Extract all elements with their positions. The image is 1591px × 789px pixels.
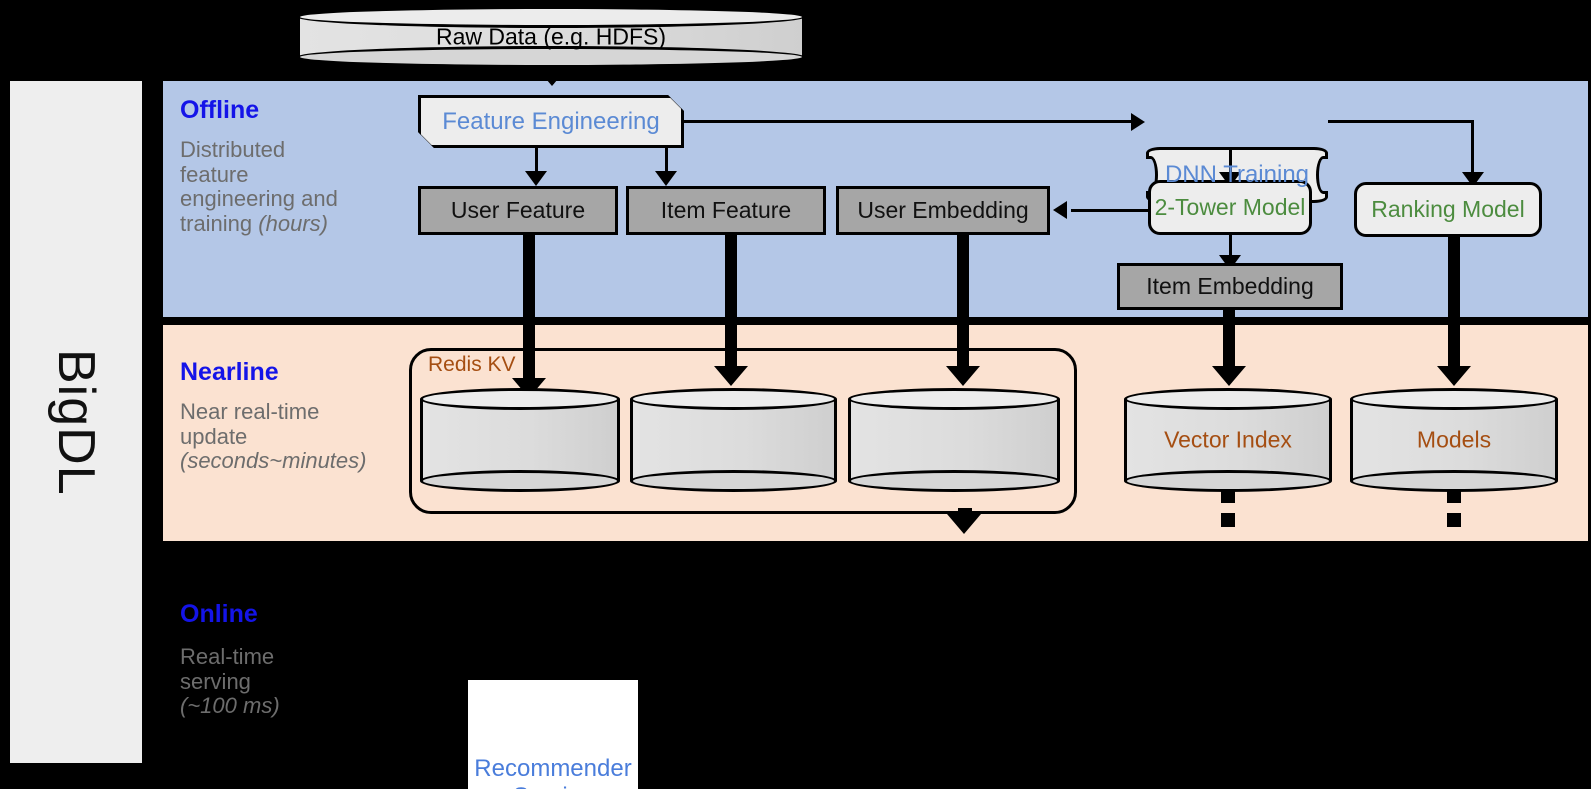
connector-dnn-ranking-v [1471, 120, 1474, 176]
connector-twotower-itemembedding [1229, 235, 1232, 259]
feature-engineering-box[interactable]: Feature Engineering [418, 95, 684, 148]
pipe-ranking-model [1448, 237, 1460, 374]
raw-data-cylinder: Raw Data (e.g. HDFS) [297, 6, 805, 68]
offline-desc-line1: Distributed [180, 137, 286, 162]
redis-kv-label: Redis KV [428, 353, 516, 376]
connector-dnn-twotower [1229, 150, 1232, 176]
vector-index-label: Vector Index [1164, 426, 1292, 453]
online-description: Real-time serving (~100 ms) [180, 644, 380, 719]
arrowhead-pipe-ranking-model-icon [1437, 366, 1471, 386]
arrowhead-pipe-user-embedding-icon [946, 366, 980, 386]
offline-title: Offline [180, 96, 260, 124]
dnn-training-label: DNN Training [1164, 161, 1310, 188]
models-label: Models [1416, 426, 1492, 453]
online-desc-line2: serving [180, 668, 251, 694]
raw-data-label: Raw Data (e.g. HDFS) [435, 23, 667, 50]
cylinder-bottom [630, 470, 837, 492]
online-desc-line1: Real-time [180, 644, 275, 669]
recommender-service-label-line1: Recommender [474, 755, 632, 783]
vector-index-cylinder[interactable]: Vector Index [1124, 388, 1332, 492]
item-feature-label: Item Feature [660, 197, 792, 223]
item-feature-box[interactable]: Item Feature [626, 186, 826, 235]
nearline-desc-emphasis: (seconds~minutes) [180, 448, 367, 474]
bigdl-label: BigDL [47, 348, 105, 496]
offline-description: Distributed feature engineering and trai… [180, 137, 370, 237]
connector-models-ranking-b [1447, 513, 1461, 527]
connector-twotower-userembedding [1071, 209, 1149, 212]
offline-desc-emphasis: (hours) [258, 210, 328, 236]
connector-fe-userfeature [535, 148, 538, 174]
user-embedding-store-cylinder[interactable] [848, 388, 1060, 492]
ranking-model-box[interactable]: Ranking Model [1354, 182, 1542, 237]
nearline-desc-line2: update [180, 423, 248, 449]
offline-desc-line3: engineering and [180, 186, 338, 212]
bracket-notch-right [1316, 156, 1328, 194]
user-embedding-box[interactable]: User Embedding [836, 186, 1050, 235]
cylinder-top [297, 6, 805, 28]
redis-kv-group [409, 348, 1077, 514]
recommender-service-label-line2: Service [513, 783, 593, 789]
nearline-description: Near real-time update (seconds~minutes) [180, 399, 410, 474]
cylinder-top [1124, 388, 1332, 410]
online-desc-emphasis: (~100 ms) [180, 693, 280, 719]
offline-desc-line4: training (hours) [180, 210, 328, 236]
arrowhead-fe-itemfeature-icon [655, 171, 677, 186]
cylinder-body [1124, 399, 1332, 481]
pipe-user-embedding [957, 235, 969, 375]
cylinder-bottom [848, 470, 1060, 492]
user-feature-store-cylinder[interactable] [420, 388, 620, 492]
cylinder-body [630, 399, 837, 481]
arrowhead-fe-dnn-icon [1131, 113, 1145, 131]
two-tower-model-label: 2-Tower Model [1154, 194, 1306, 220]
cylinder-top [848, 388, 1060, 410]
arrowhead-pipe-item-feature-icon [714, 366, 748, 386]
user-embedding-label: User Embedding [857, 197, 1029, 223]
models-cylinder[interactable]: Models [1350, 388, 1558, 492]
cylinder-top [420, 388, 620, 410]
arrowhead-redis-featureservice-icon [947, 514, 981, 534]
cylinder-top [630, 388, 837, 410]
arrowhead-pipe-item-embedding-icon [1212, 366, 1246, 386]
connector-models-ranking-a [1447, 489, 1461, 503]
offline-desc-line2: feature [180, 161, 249, 187]
item-embedding-box[interactable]: Item Embedding [1117, 263, 1343, 310]
ranking-model-label: Ranking Model [1371, 196, 1525, 222]
pipe-item-embedding [1223, 310, 1235, 374]
arrowhead-fe-userfeature-icon [525, 171, 547, 186]
user-feature-box[interactable]: User Feature [418, 186, 618, 235]
arrowhead-twotower-userembedding-icon [1053, 201, 1067, 219]
cylinder-top [1350, 388, 1558, 410]
connector-vectorindex-recall-b [1221, 513, 1235, 527]
arrowhead-rawdata-fe-icon [535, 66, 569, 86]
connector-fe-itemfeature [665, 148, 668, 174]
connector-fe-dnn [684, 120, 1133, 123]
item-feature-store-cylinder[interactable] [630, 388, 837, 492]
cylinder-bottom [420, 470, 620, 492]
item-embedding-label: Item Embedding [1146, 273, 1314, 299]
nearline-desc-line1: Near real-time [180, 399, 320, 424]
online-title: Online [180, 600, 258, 628]
connector-vectorindex-recall-a [1221, 489, 1235, 503]
user-feature-label: User Feature [450, 197, 586, 223]
cylinder-body [848, 399, 1060, 481]
cylinder-body [1350, 399, 1558, 481]
feature-engineering-label: Feature Engineering [442, 107, 660, 135]
bigdl-sidebar: BigDL [7, 78, 145, 766]
cylinder-body [420, 399, 620, 481]
recommender-service-box[interactable]: Recommender Service [468, 680, 638, 789]
pipe-item-feature [725, 235, 737, 375]
connector-dnn-ranking-h [1328, 120, 1474, 123]
two-tower-model-box[interactable]: 2-Tower Model [1148, 180, 1312, 235]
nearline-title: Nearline [180, 358, 279, 386]
